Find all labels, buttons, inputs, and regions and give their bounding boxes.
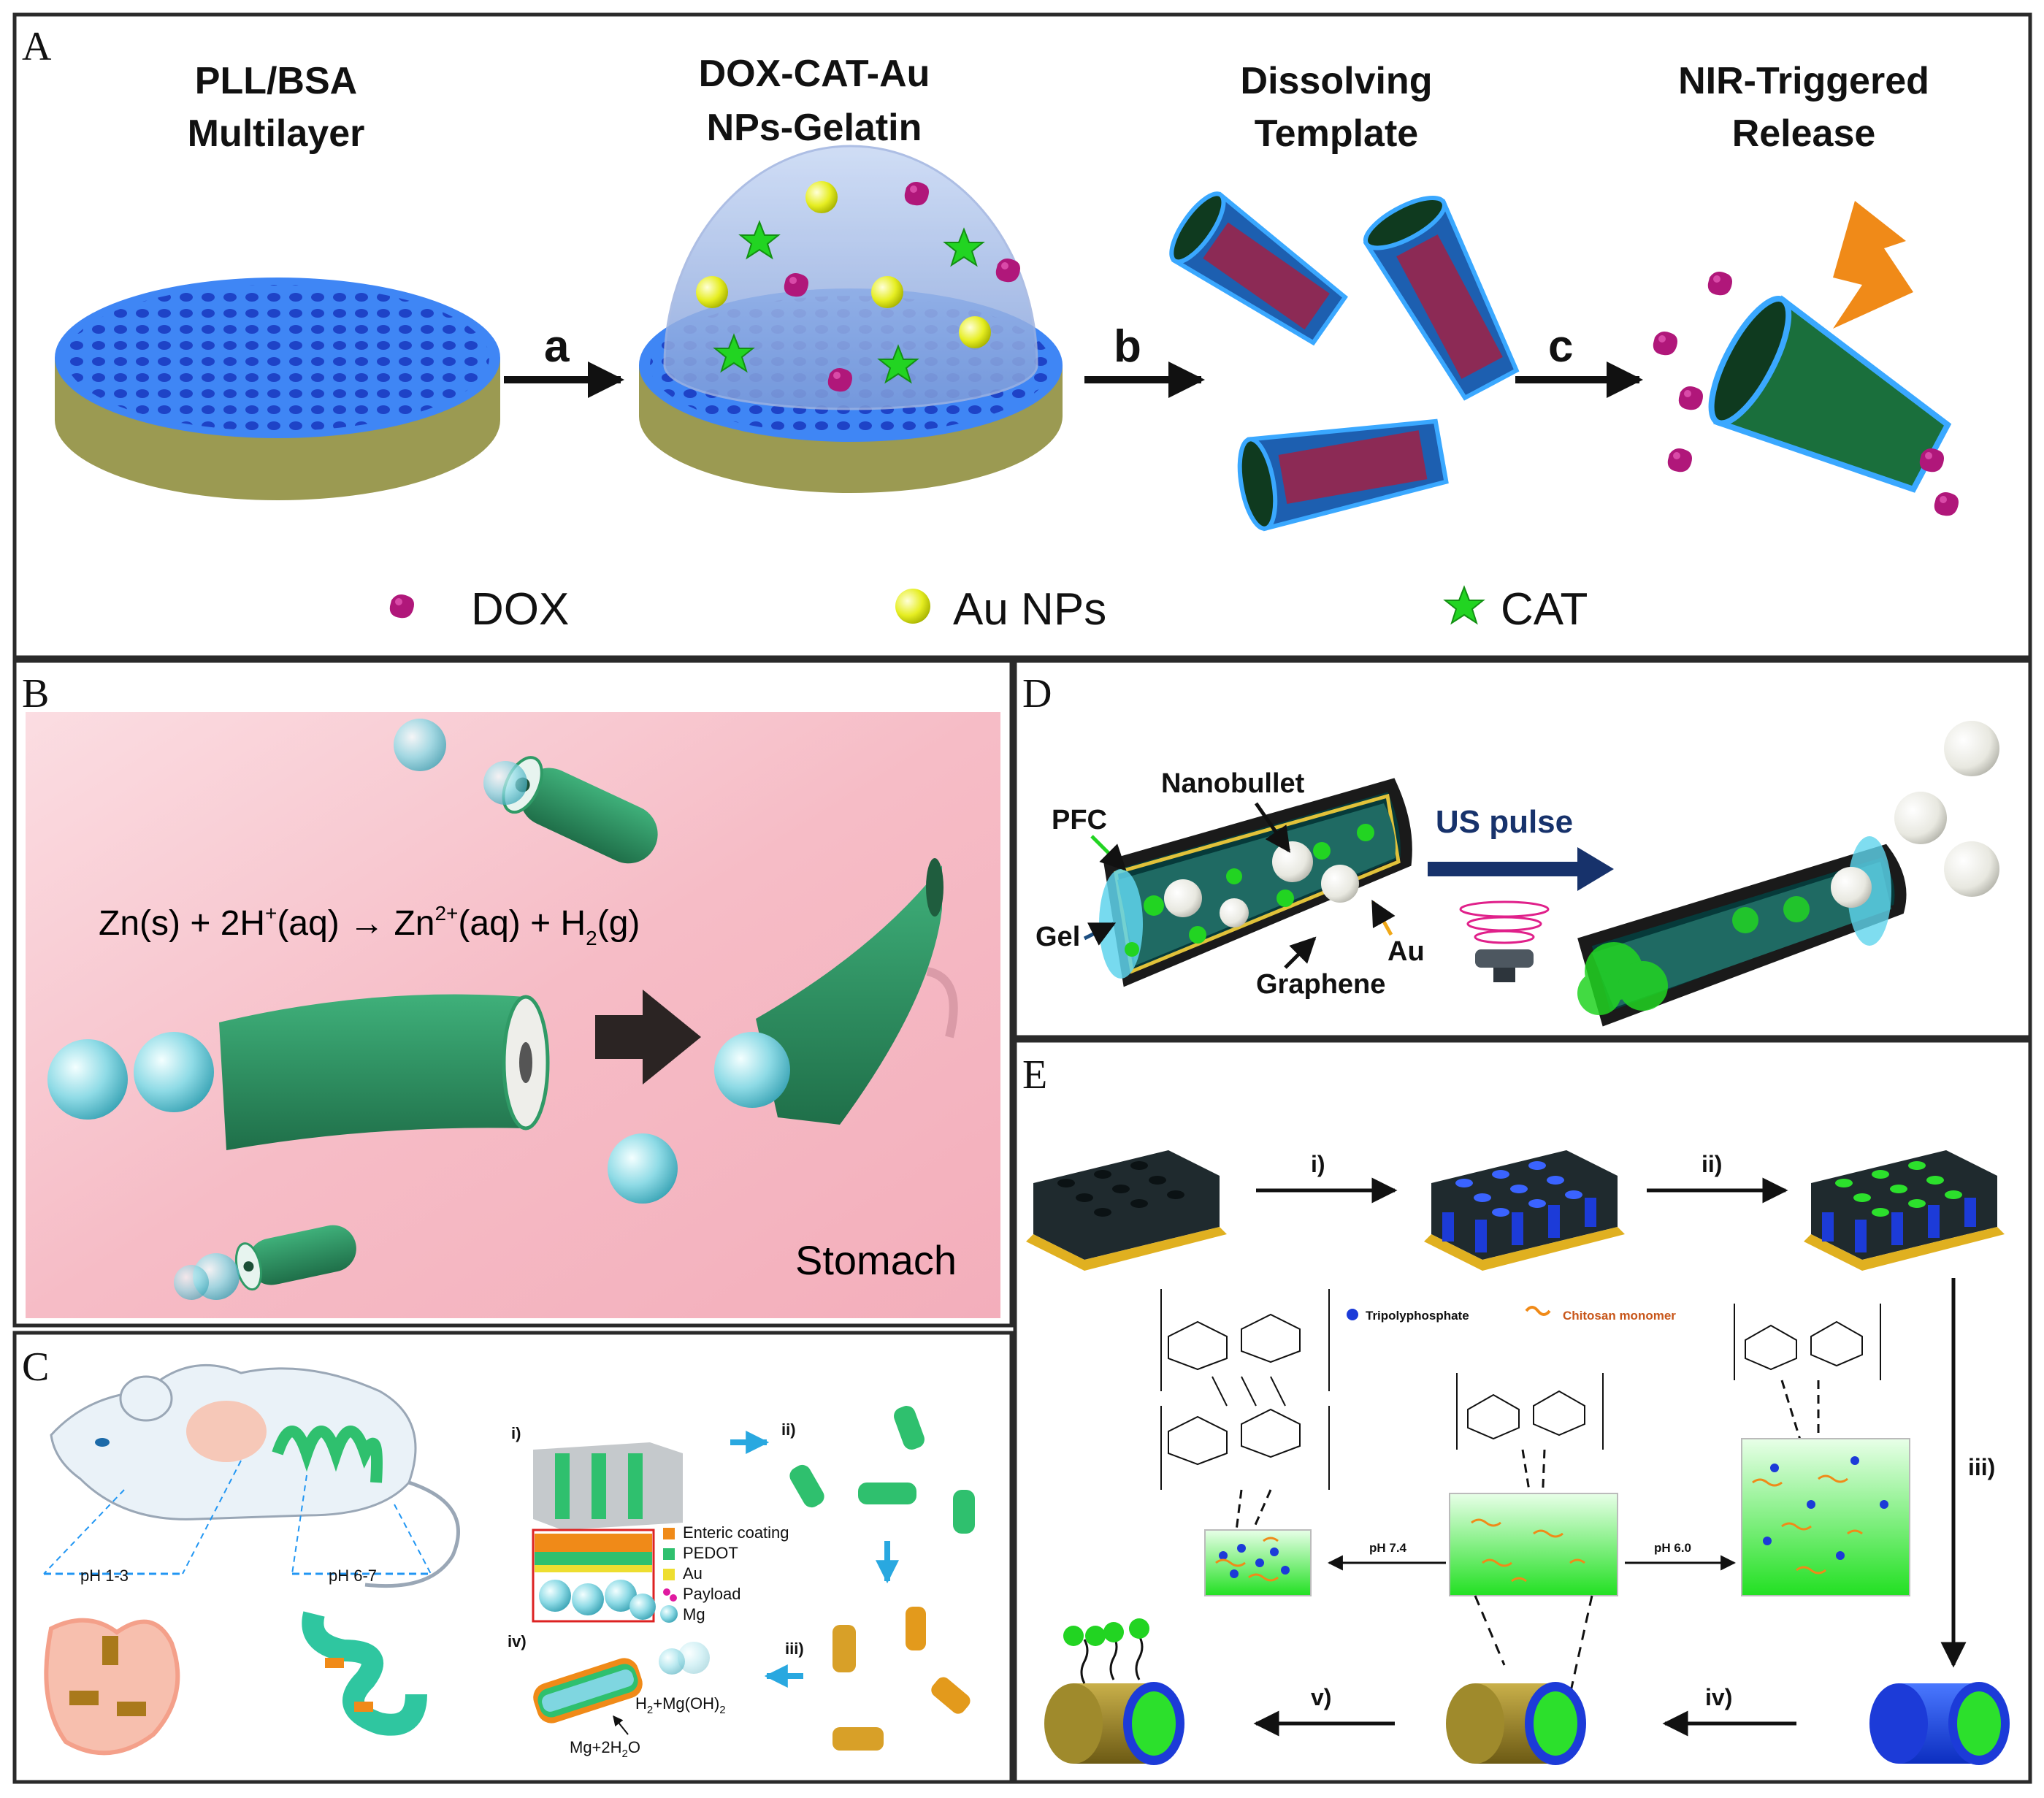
label-gel: Gel	[1036, 922, 1080, 952]
black-arrow	[595, 990, 701, 1084]
au-np-icon	[895, 589, 930, 624]
c-step-iv: iv)	[508, 1632, 527, 1650]
cylinder-blue	[1869, 1682, 2010, 1765]
green-micromotors	[789, 1406, 975, 1534]
title-dox-cat-line2: NPs-Gelatin	[707, 107, 922, 149]
tpp-icon	[1347, 1309, 1358, 1320]
title-nir-line2: Release	[1732, 112, 1876, 155]
legend-mg: Mg	[683, 1605, 705, 1623]
ph-60-label: pH 6.0	[1654, 1541, 1691, 1555]
gel-box-ph60	[1741, 1438, 1910, 1596]
protonated-chitosan-structure	[1734, 1304, 1881, 1380]
lightning-icon	[1833, 201, 1913, 329]
label-nanobullet: Nanobullet	[1161, 768, 1305, 799]
intestine-organ	[302, 1611, 427, 1736]
crosslinked-chitosan-structure	[1160, 1289, 1330, 1490]
multilayer-disc	[55, 278, 500, 500]
cylinder-functionalized	[1044, 1618, 1184, 1765]
panel-b: B Zn(s) + 2H+(aq) → Zn2+(aq) + H2(g)	[12, 659, 1014, 1328]
c-legend: Enteric coating PEDOT Au Payload Mg	[660, 1523, 789, 1623]
membrane-green-filled	[1804, 1150, 2005, 1271]
legend-enteric: Enteric coating	[683, 1523, 789, 1542]
gel-box-ph74	[1204, 1529, 1312, 1596]
panel-b-letter: B	[22, 671, 49, 716]
chitosan-icon	[1525, 1306, 1551, 1316]
ultrasound-transducer	[1459, 900, 1550, 982]
legend-payload: Payload	[683, 1585, 741, 1603]
layer-legend-box	[532, 1529, 656, 1623]
nir-release-tube	[1653, 201, 1959, 516]
title-pll-bsa-line2: Multilayer	[188, 112, 365, 155]
ph-74-label: pH 7.4	[1369, 1541, 1407, 1555]
label-graphene: Graphene	[1256, 969, 1385, 1000]
legend-au-nps: Au NPs	[953, 584, 1106, 635]
e-step-v: v)	[1311, 1684, 1331, 1710]
mouse-illustration	[50, 1363, 460, 1588]
legend-tripolyphosphate: Tripolyphosphate	[1366, 1309, 1469, 1323]
title-dox-cat-line1: DOX-CAT-Au	[699, 53, 930, 95]
panel-a: A PLL/BSA Multilayer DOX-CAT-Au NPs-Gela…	[12, 12, 2032, 659]
main-zinc-tube	[219, 994, 550, 1150]
stomach-organ	[44, 1618, 180, 1756]
zinc-reaction-equation: Zn(s) + 2H+(aq) → Zn2+(aq) + H2(g)	[99, 902, 640, 949]
step-c-label: c	[1548, 321, 1573, 372]
membrane-blue-pores	[1424, 1150, 1625, 1271]
nanotubes-group	[1169, 191, 1520, 532]
embedded-tube	[714, 858, 958, 1125]
label-au: Au	[1387, 936, 1425, 967]
legend-pedot: PEDOT	[683, 1544, 738, 1562]
us-pulse-label: US pulse	[1436, 804, 1573, 840]
panel-e-letter: E	[1022, 1052, 1047, 1098]
panel-e: E i) ii) iii)	[1013, 1038, 2032, 1784]
c-step-i: i)	[511, 1424, 521, 1442]
title-pll-bsa-line1: PLL/BSA	[195, 60, 357, 102]
gel-box-neutral	[1449, 1493, 1618, 1596]
legend-dox: DOX	[471, 584, 569, 635]
step-a-label: a	[544, 321, 570, 372]
cylinder-gold	[1446, 1682, 1586, 1765]
title-dissolving-line2: Template	[1255, 112, 1418, 155]
us-pulse-arrow	[1428, 847, 1614, 891]
ph-stomach-label: pH 1-3	[80, 1566, 129, 1585]
template-block	[533, 1442, 683, 1530]
panel-d: D Nanobullet PFC Gel Graphene Au US puls…	[1013, 659, 2032, 1039]
reacting-micromotor	[533, 1658, 643, 1724]
legend-a: DOX Au NPs CAT	[389, 584, 1588, 635]
c-step-ii: ii)	[781, 1420, 796, 1439]
title-nir-line1: NIR-Triggered	[1678, 60, 1929, 102]
gold-micromotors	[832, 1607, 971, 1751]
ph-markers: pH 1-3 pH 6-7	[43, 1460, 432, 1585]
legend-au: Au	[683, 1564, 703, 1583]
panel-c-letter: C	[22, 1344, 49, 1390]
arrow-c: c	[1515, 321, 1643, 398]
hydrogen-reaction: H2+Mg(OH)2	[635, 1694, 726, 1716]
panel-d-letter: D	[1022, 671, 1052, 716]
ph-intestine-label: pH 6-7	[329, 1566, 377, 1585]
arrow-a: a	[504, 321, 624, 398]
panel-c: C pH 1-3 pH 6-7	[12, 1331, 1014, 1784]
title-dissolving-line1: Dissolving	[1241, 60, 1433, 102]
panel-a-letter: A	[22, 24, 52, 69]
e-step-ii: ii)	[1702, 1151, 1722, 1177]
stomach-label: Stomach	[795, 1237, 957, 1283]
e-step-iv: iv)	[1705, 1684, 1732, 1710]
legend-chitosan: Chitosan monomer	[1563, 1309, 1676, 1323]
dox-icon	[389, 594, 414, 619]
mg-reaction: Mg+2H2O	[570, 1738, 640, 1760]
chitosan-structure	[1456, 1373, 1604, 1450]
e-step-iii: iii)	[1968, 1454, 1995, 1480]
step-b-label: b	[1114, 321, 1141, 372]
gelatin-dome	[639, 145, 1063, 493]
membrane-template	[1026, 1150, 1227, 1271]
nanobullet-tube	[1099, 778, 1412, 987]
label-pfc: PFC	[1052, 805, 1107, 835]
fired-nanobullet-tube	[1577, 721, 1999, 1027]
arrow-b: b	[1084, 321, 1205, 398]
e-step-i: i)	[1311, 1151, 1325, 1177]
legend-cat: CAT	[1501, 584, 1588, 635]
c-step-iii: iii)	[785, 1640, 804, 1658]
